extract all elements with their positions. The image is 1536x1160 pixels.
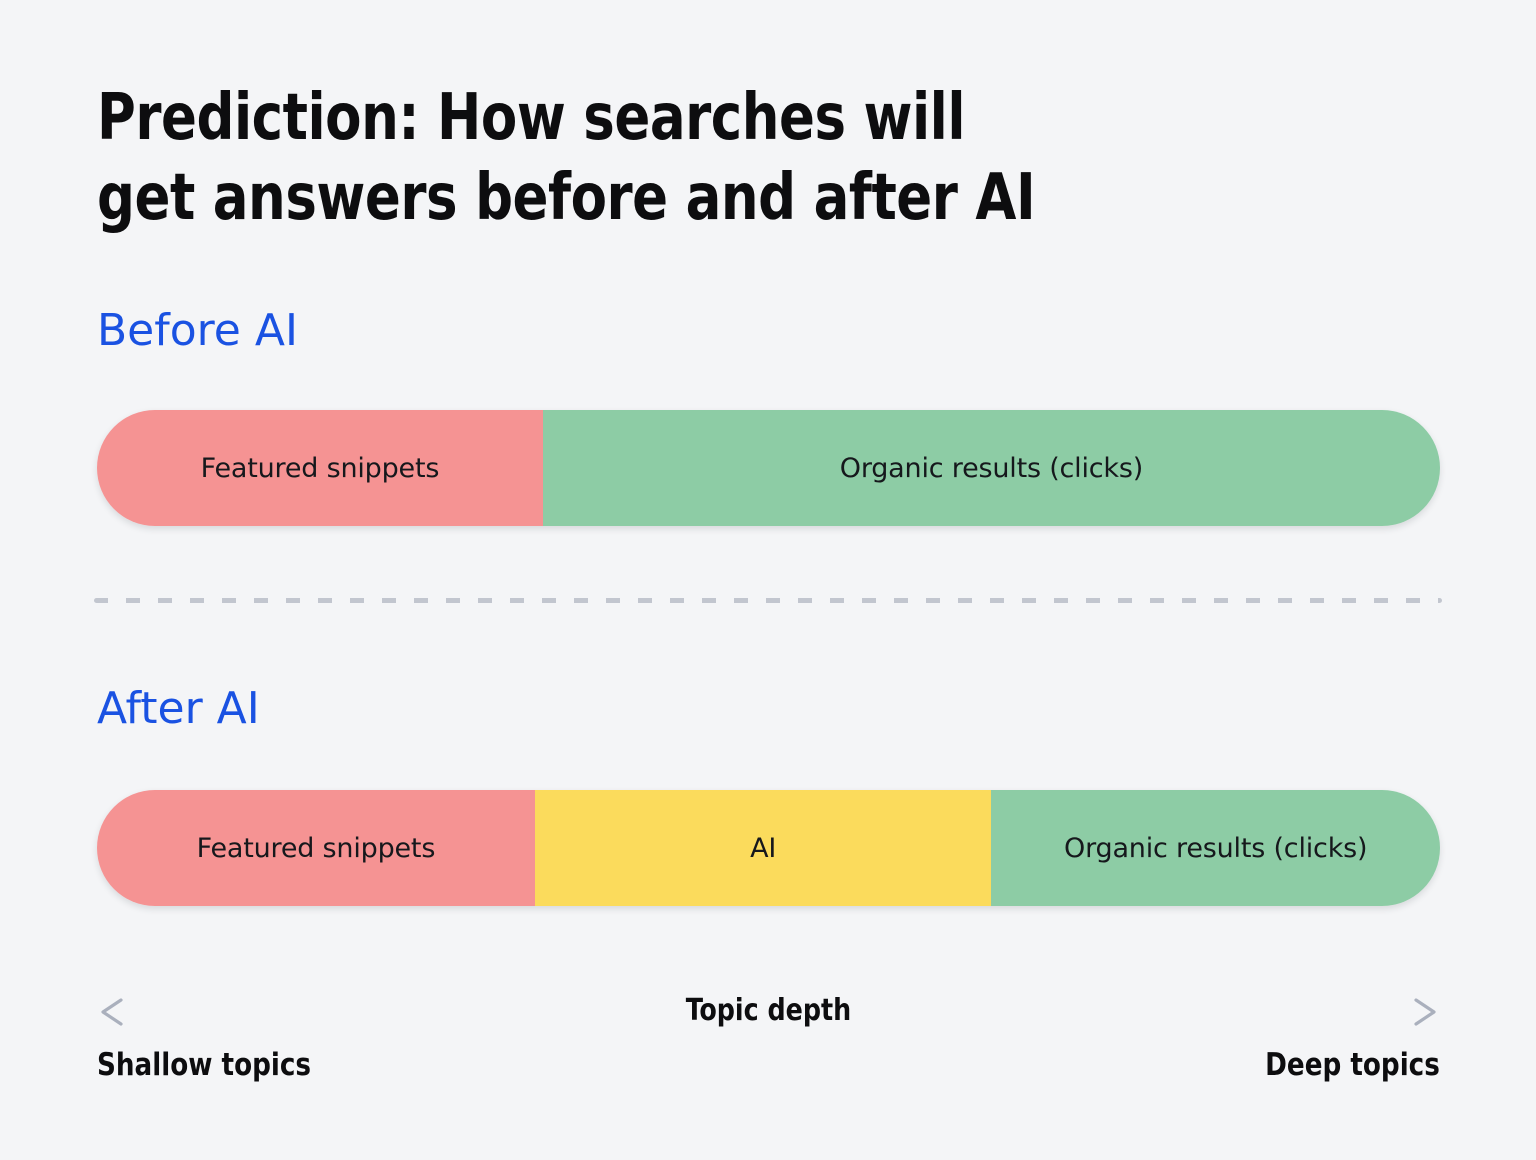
segment-organic-results: Organic results (clicks) — [991, 790, 1440, 906]
segment-organic-results: Organic results (clicks) — [542, 410, 1440, 526]
segment-label: Organic results (clicks) — [1064, 832, 1368, 864]
section-label-after-ai: After AI — [97, 683, 260, 734]
before-ai-bar: Featured snippets Organic results (click… — [97, 410, 1440, 526]
axis-center-label: Topic depth — [685, 993, 852, 1028]
section-label-before-ai: Before AI — [97, 305, 298, 356]
segment-label: Featured snippets — [200, 452, 440, 484]
axis-label-shallow-topics: Shallow topics — [97, 1047, 311, 1083]
topic-depth-axis — [97, 993, 1440, 1031]
axis-label-deep-topics: Deep topics — [1265, 1047, 1440, 1083]
arrow-left-icon — [101, 998, 637, 1026]
segment-featured-snippets: Featured snippets — [97, 410, 543, 526]
after-ai-bar: Featured snippets AI Organic results (cl… — [97, 790, 1440, 906]
page-title: Prediction: How searches will get answer… — [97, 81, 1036, 235]
segment-ai: AI — [534, 790, 992, 906]
segment-label: Featured snippets — [196, 832, 436, 864]
segment-label: AI — [750, 832, 777, 864]
axis-arrows-svg — [101, 998, 1436, 1026]
segment-featured-snippets: Featured snippets — [97, 790, 535, 906]
dashed-divider — [94, 598, 1442, 603]
arrow-right-icon — [900, 998, 1436, 1026]
segment-label: Organic results (clicks) — [839, 452, 1144, 484]
